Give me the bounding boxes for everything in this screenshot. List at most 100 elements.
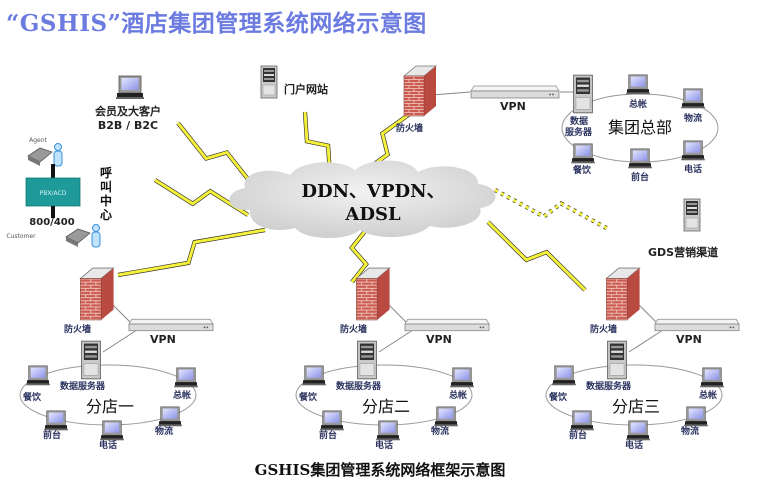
branch-name: 分店二 <box>362 397 410 416</box>
server-icon <box>683 198 701 232</box>
internet-cloud: DDN、VPDN、 ADSL <box>229 160 496 239</box>
pc-icon <box>684 406 708 427</box>
branch-node-label: 餐饮 <box>22 391 42 403</box>
branch-node-label: 电话 <box>625 439 643 451</box>
diagram-caption: GSHIS集团管理系统网络框架示意图 <box>254 461 506 479</box>
pc-icon <box>700 367 724 388</box>
lightning-link <box>176 121 257 190</box>
hq-vpn-label: VPN <box>500 100 526 113</box>
pc-icon <box>681 88 705 109</box>
branch-node-label: 物流 <box>681 425 699 437</box>
pc-icon <box>174 367 198 388</box>
call-center: Agent PBX/ACD 800/400 Customer 呼 叫 中 心 <box>6 137 112 248</box>
server-icon <box>80 340 102 380</box>
branch-node-label: 前台 <box>319 429 337 441</box>
pc-icon <box>434 406 458 427</box>
hq-server-label: 服务器 <box>565 126 593 138</box>
members-node: 会员及大客户 B2B / B2C <box>95 75 161 132</box>
server-icon <box>606 340 628 380</box>
firewall-icon <box>355 267 391 321</box>
hq-node-label: 餐饮 <box>572 164 592 176</box>
members-label: 会员及大客户 <box>95 104 161 118</box>
pc-icon <box>626 74 650 95</box>
hq-firewall-label: 防火墙 <box>396 122 423 134</box>
customer-label: Customer <box>6 233 36 240</box>
members-sublabel: B2B / B2C <box>98 119 158 132</box>
branch-name: 分店三 <box>612 397 660 416</box>
pc-icon <box>302 365 326 386</box>
call-center-title-char: 叫 <box>100 179 112 194</box>
hq-server-label: 数据 <box>570 115 588 127</box>
pc-icon <box>26 365 50 386</box>
lightning-link <box>153 178 250 217</box>
branch-node-label: 前台 <box>569 429 587 441</box>
hq-node-label: 电话 <box>684 163 702 175</box>
call-center-title-char: 呼 <box>100 165 112 180</box>
cloud-label-line2: ADSL <box>344 204 401 225</box>
branch-firewall-label: 防火墙 <box>590 323 617 335</box>
call-center-link <box>51 164 55 178</box>
branch-server-label: 数据服务器 <box>586 380 632 392</box>
branch-server-label: 数据服务器 <box>60 380 106 392</box>
branch-node-label: 物流 <box>431 425 449 437</box>
branch-vpn-label: VPN <box>150 333 176 346</box>
portal-node: 门户网站 <box>260 65 328 99</box>
branch-node-label: 电话 <box>375 439 393 451</box>
branch-firewall-label: 防火墙 <box>64 323 91 335</box>
pc-icon <box>320 410 344 431</box>
branch-node-label: 总帐 <box>449 389 467 401</box>
pc-icon <box>376 420 400 441</box>
branch-node-label: 总帐 <box>173 389 191 401</box>
gds-label: GDS营销渠道 <box>648 245 718 259</box>
vpn-device-icon <box>128 318 214 332</box>
vpn-device-icon <box>404 318 490 332</box>
link-layer <box>117 106 612 292</box>
agent-label: Agent <box>29 137 47 144</box>
server-icon <box>356 340 378 380</box>
branches: 防火墙VPN数据服务器分店一餐饮前台电话物流总帐防火墙VPN数据服务器分店二餐饮… <box>19 267 740 451</box>
pbx-acd-box <box>25 177 81 207</box>
call-center-title-char: 心 <box>100 208 112 222</box>
pc-icon <box>626 420 650 441</box>
lightning-link <box>302 111 333 176</box>
hotline-number: 800/400 <box>29 217 74 228</box>
branch-vpn-label: VPN <box>676 333 702 346</box>
branch-node-label: 前台 <box>43 429 61 441</box>
cloud-label-line1: DDN、VPDN、 <box>301 181 444 202</box>
branch-node-label: 物流 <box>155 425 173 437</box>
server-icon <box>572 74 594 114</box>
pc-icon <box>628 148 652 169</box>
hq-name: 集团总部 <box>608 118 672 137</box>
lightning-link <box>117 227 266 278</box>
pc-icon <box>570 410 594 431</box>
lightning-link <box>349 228 369 284</box>
firewall-icon <box>403 65 437 117</box>
portal-label: 门户网站 <box>284 82 328 96</box>
pc-icon <box>158 406 182 427</box>
lightning-link <box>486 220 587 292</box>
branch-server-label: 数据服务器 <box>336 380 382 392</box>
headquarters: 防火墙 VPN 数据 服务器 集团总部 总帐 物流 电话 前台 餐饮 <box>396 65 719 183</box>
pc-icon <box>681 140 705 161</box>
cloud-icon <box>229 160 496 239</box>
pc-icon <box>571 143 595 164</box>
firewall-icon <box>605 267 641 321</box>
laptop-icon <box>116 75 144 100</box>
vpn-device-icon <box>470 85 560 99</box>
pbx-label: PBX/ACD <box>40 190 67 197</box>
call-center-link <box>51 206 55 218</box>
pc-icon <box>44 410 68 431</box>
hq-node-label: 总帐 <box>629 98 647 110</box>
branch-node-label: 总帐 <box>699 389 717 401</box>
server-icon <box>260 65 278 99</box>
pc-icon <box>450 367 474 388</box>
firewall-icon <box>79 267 115 321</box>
pc-icon <box>100 420 124 441</box>
gds-node: GDS营销渠道 <box>648 198 718 259</box>
branch-node-label: 餐饮 <box>298 391 318 403</box>
vpn-device-icon <box>654 318 740 332</box>
